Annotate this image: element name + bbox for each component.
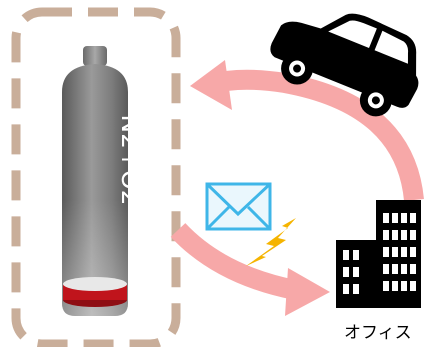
gas-cylinder-icon: [62, 46, 128, 316]
gauge-icon: [63, 277, 127, 307]
car-icon: [270, 13, 419, 117]
data-arrow: [170, 223, 330, 316]
cylinder-gas-label: N2+O2: [116, 114, 145, 206]
lightning-icon: [246, 218, 296, 266]
envelope-icon: [205, 182, 272, 231]
office-label: オフィス: [344, 323, 412, 343]
sensor-enclosure: [11, 7, 181, 349]
office-building-icon: [336, 200, 421, 308]
return-arrow: [190, 60, 424, 202]
